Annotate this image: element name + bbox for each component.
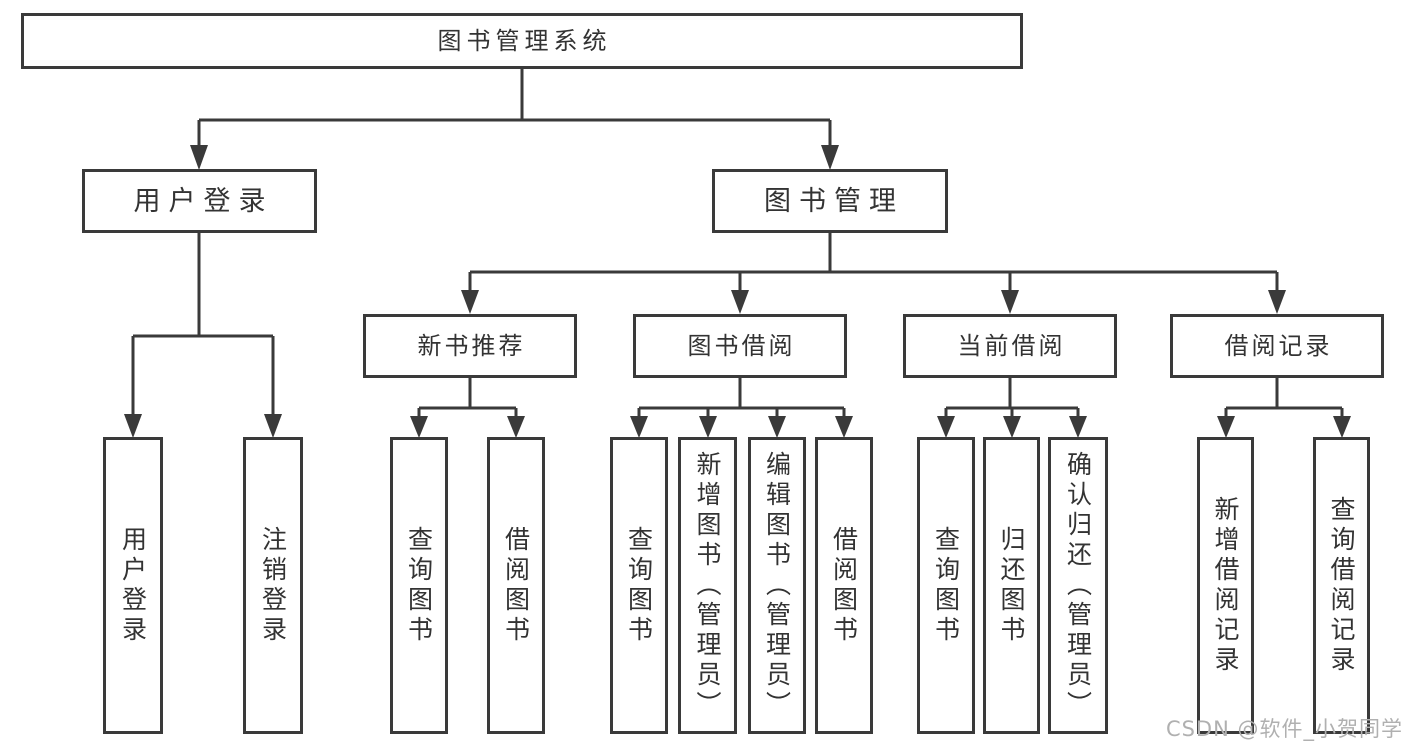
arrowhead-icon — [731, 290, 749, 314]
node-user-login: 用户登录 — [82, 169, 317, 233]
connector-path — [1224, 378, 1344, 418]
node-new-book-recommend-label: 新书推荐 — [417, 332, 526, 360]
leaf-add-borrow-record: 新增借阅记录 — [1197, 437, 1254, 734]
node-user-login-label: 用户登录 — [133, 185, 274, 217]
leaf-recommend-query-books: 查询图书 — [390, 437, 448, 734]
leaf-add-books-admin: 新增图书（管理员） — [678, 437, 737, 734]
node-borrow-records-label: 借阅记录 — [1224, 332, 1333, 360]
arrowhead-icon — [821, 145, 839, 170]
connector-path — [637, 378, 846, 418]
node-library-system-label: 图书管理系统 — [437, 27, 612, 55]
arrowhead-icon — [768, 416, 786, 438]
arrowhead-icon — [1069, 416, 1087, 438]
leaf-logout-label: 注销登录 — [258, 525, 288, 646]
connector-path — [417, 378, 518, 418]
leaf-confirm-return-admin-label: 确认归还（管理员） — [1063, 450, 1093, 721]
connector-paths — [131, 69, 1344, 418]
arrowhead-icon — [699, 416, 717, 438]
arrowhead-icon — [1217, 416, 1235, 438]
arrowhead-icon — [835, 416, 853, 438]
node-borrow-records: 借阅记录 — [1170, 314, 1384, 378]
arrowhead-icon — [461, 290, 479, 314]
leaf-logout: 注销登录 — [243, 437, 303, 734]
leaf-current-query-books: 查询图书 — [917, 437, 975, 734]
leaf-user-login: 用户登录 — [103, 437, 163, 734]
arrowhead-icon — [507, 416, 525, 438]
node-library-system: 图书管理系统 — [21, 13, 1023, 69]
connector-path — [468, 233, 1279, 292]
connector-path — [197, 69, 832, 147]
leaf-borrow-books-label: 借阅图书 — [829, 525, 859, 646]
arrowhead-icon — [410, 416, 428, 438]
node-new-book-recommend: 新书推荐 — [363, 314, 577, 378]
arrowhead-icon — [1333, 416, 1351, 438]
leaf-borrow-query-books-label: 查询图书 — [624, 525, 654, 646]
arrowheads — [124, 145, 1351, 438]
node-book-borrow: 图书借阅 — [633, 314, 847, 378]
connector-path — [131, 233, 275, 416]
arrowhead-icon — [264, 414, 282, 438]
leaf-return-books: 归还图书 — [983, 437, 1040, 734]
leaf-return-books-label: 归还图书 — [997, 525, 1026, 646]
leaf-edit-books-admin-label: 编辑图书（管理员） — [762, 450, 792, 721]
leaf-confirm-return-admin: 确认归还（管理员） — [1048, 437, 1108, 734]
arrowhead-icon — [1003, 416, 1021, 438]
node-book-management-label: 图书管理 — [764, 185, 904, 217]
arrowhead-icon — [937, 416, 955, 438]
node-current-borrow-label: 当前借阅 — [957, 332, 1066, 360]
leaf-borrow-books: 借阅图书 — [815, 437, 873, 734]
arrowhead-icon — [124, 414, 142, 438]
arrowhead-icon — [1001, 290, 1019, 314]
leaf-edit-books-admin: 编辑图书（管理员） — [748, 437, 806, 734]
arrowhead-icon — [190, 145, 208, 170]
arrowhead-icon — [1268, 290, 1286, 314]
leaf-add-books-admin-label: 新增图书（管理员） — [693, 450, 722, 721]
leaf-user-login-label: 用户登录 — [118, 525, 148, 646]
node-current-borrow: 当前借阅 — [903, 314, 1117, 378]
leaf-add-borrow-record-label: 新增借阅记录 — [1211, 495, 1240, 676]
leaf-query-borrow-record: 查询借阅记录 — [1313, 437, 1370, 734]
arrowhead-icon — [630, 416, 648, 438]
node-book-borrow-label: 图书借阅 — [687, 332, 796, 360]
leaf-current-query-books-label: 查询图书 — [931, 525, 961, 646]
leaf-recommend-borrow-books-label: 借阅图书 — [501, 525, 531, 646]
leaf-borrow-query-books: 查询图书 — [610, 437, 668, 734]
leaf-recommend-borrow-books: 借阅图书 — [487, 437, 545, 734]
node-book-management: 图书管理 — [712, 169, 948, 233]
leaf-query-borrow-record-label: 查询借阅记录 — [1327, 495, 1356, 676]
watermark: CSDN @软件_小贺同学 — [1165, 717, 1403, 741]
connector-path — [944, 378, 1080, 418]
leaf-recommend-query-books-label: 查询图书 — [404, 525, 434, 646]
